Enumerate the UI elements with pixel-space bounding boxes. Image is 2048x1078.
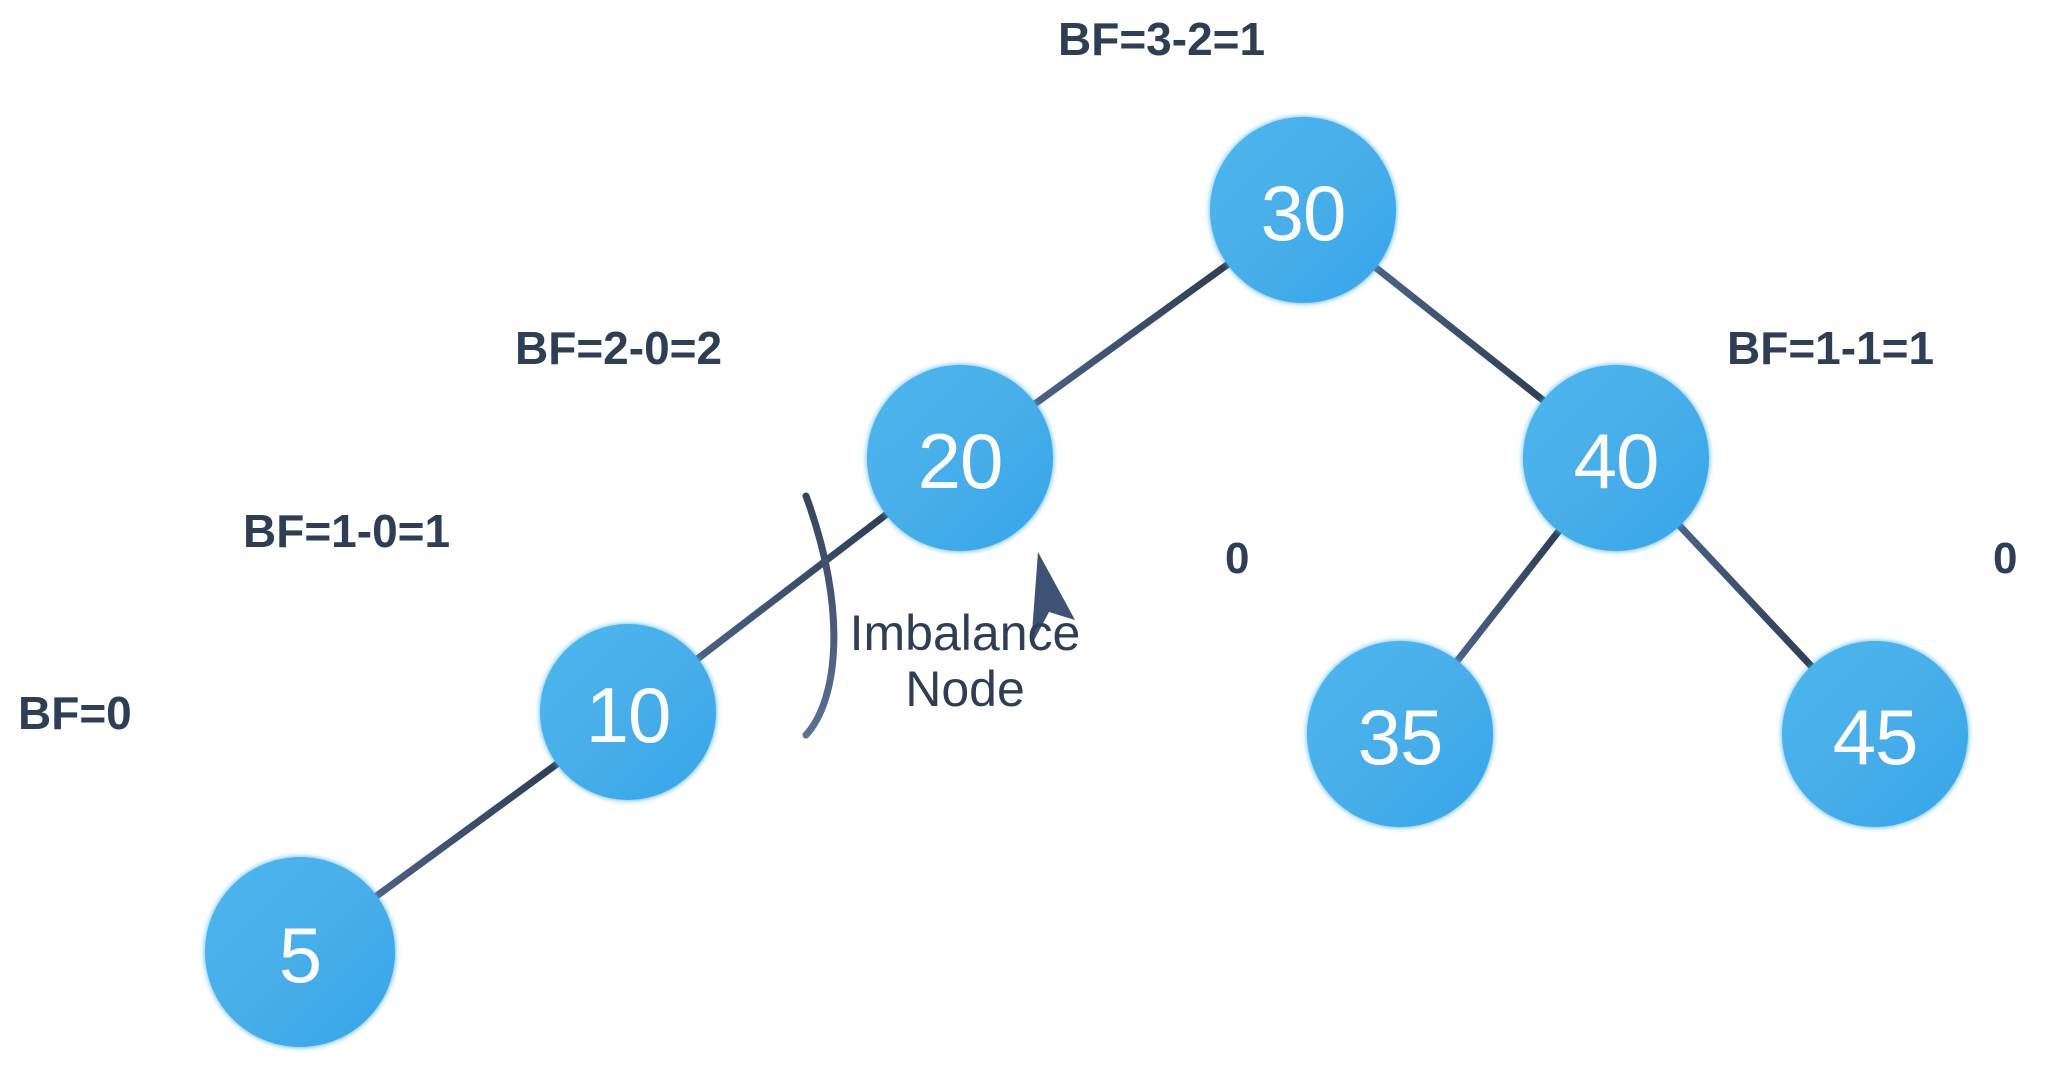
balance-factor-label-n10: BF=1-0=1 [243, 505, 451, 557]
tree-edge [1367, 260, 1552, 408]
balance-factor-label-n40: BF=1-1=1 [1727, 322, 1935, 374]
imbalance-node-annotation: Imbalance Node [800, 605, 1130, 717]
balance-factor-label-n5: BF=0 [18, 687, 132, 739]
callout-arrow-curve [802, 492, 838, 739]
node-value-label: 5 [279, 911, 321, 999]
imbalance-annotation-line2: Node [905, 661, 1025, 717]
node-circle [540, 624, 716, 800]
balance-factor-label-n30: BF=3-2=1 [1058, 13, 1266, 65]
balance-factor-label-n35: 0 [1225, 534, 1250, 583]
imbalance-arrow [802, 492, 1075, 739]
balance-factor-label-n45: 0 [1993, 534, 2018, 583]
node-value-label: 40 [1574, 417, 1659, 505]
tree-node-20[interactable]: 20 [867, 365, 1053, 551]
tree-edge [368, 756, 566, 903]
node-circle [1307, 641, 1493, 827]
tree-node-5[interactable]: 5 [205, 857, 395, 1047]
tree-edge [1027, 257, 1236, 411]
tree-edges [368, 257, 1819, 903]
node-circle [1782, 641, 1968, 827]
node-value-label: 45 [1833, 693, 1918, 781]
node-value-label: 10 [586, 671, 671, 759]
node-value-label: 30 [1261, 169, 1346, 257]
tree-edge [1672, 517, 1819, 675]
node-value-label: 20 [918, 417, 1003, 505]
balance-factor-label-n20: BF=2-0=2 [515, 322, 723, 374]
tree-nodes: 30 20 40 10 35 45 5 [205, 117, 1968, 1047]
node-circle [205, 857, 395, 1047]
node-value-label: 35 [1358, 693, 1443, 781]
tree-node-10[interactable]: 10 [540, 624, 716, 800]
tree-edge [1450, 523, 1566, 669]
callout-arrow-head [1031, 552, 1075, 646]
node-circle [1523, 365, 1709, 551]
tree-node-40[interactable]: 40 [1523, 365, 1709, 551]
tree-node-45[interactable]: 45 [1782, 641, 1968, 827]
node-circle [1210, 117, 1396, 303]
tree-edge [689, 507, 895, 666]
tree-node-30[interactable]: 30 [1210, 117, 1396, 303]
imbalance-annotation-line1: Imbalance [849, 605, 1081, 661]
node-circle [867, 365, 1053, 551]
tree-node-35[interactable]: 35 [1307, 641, 1493, 827]
